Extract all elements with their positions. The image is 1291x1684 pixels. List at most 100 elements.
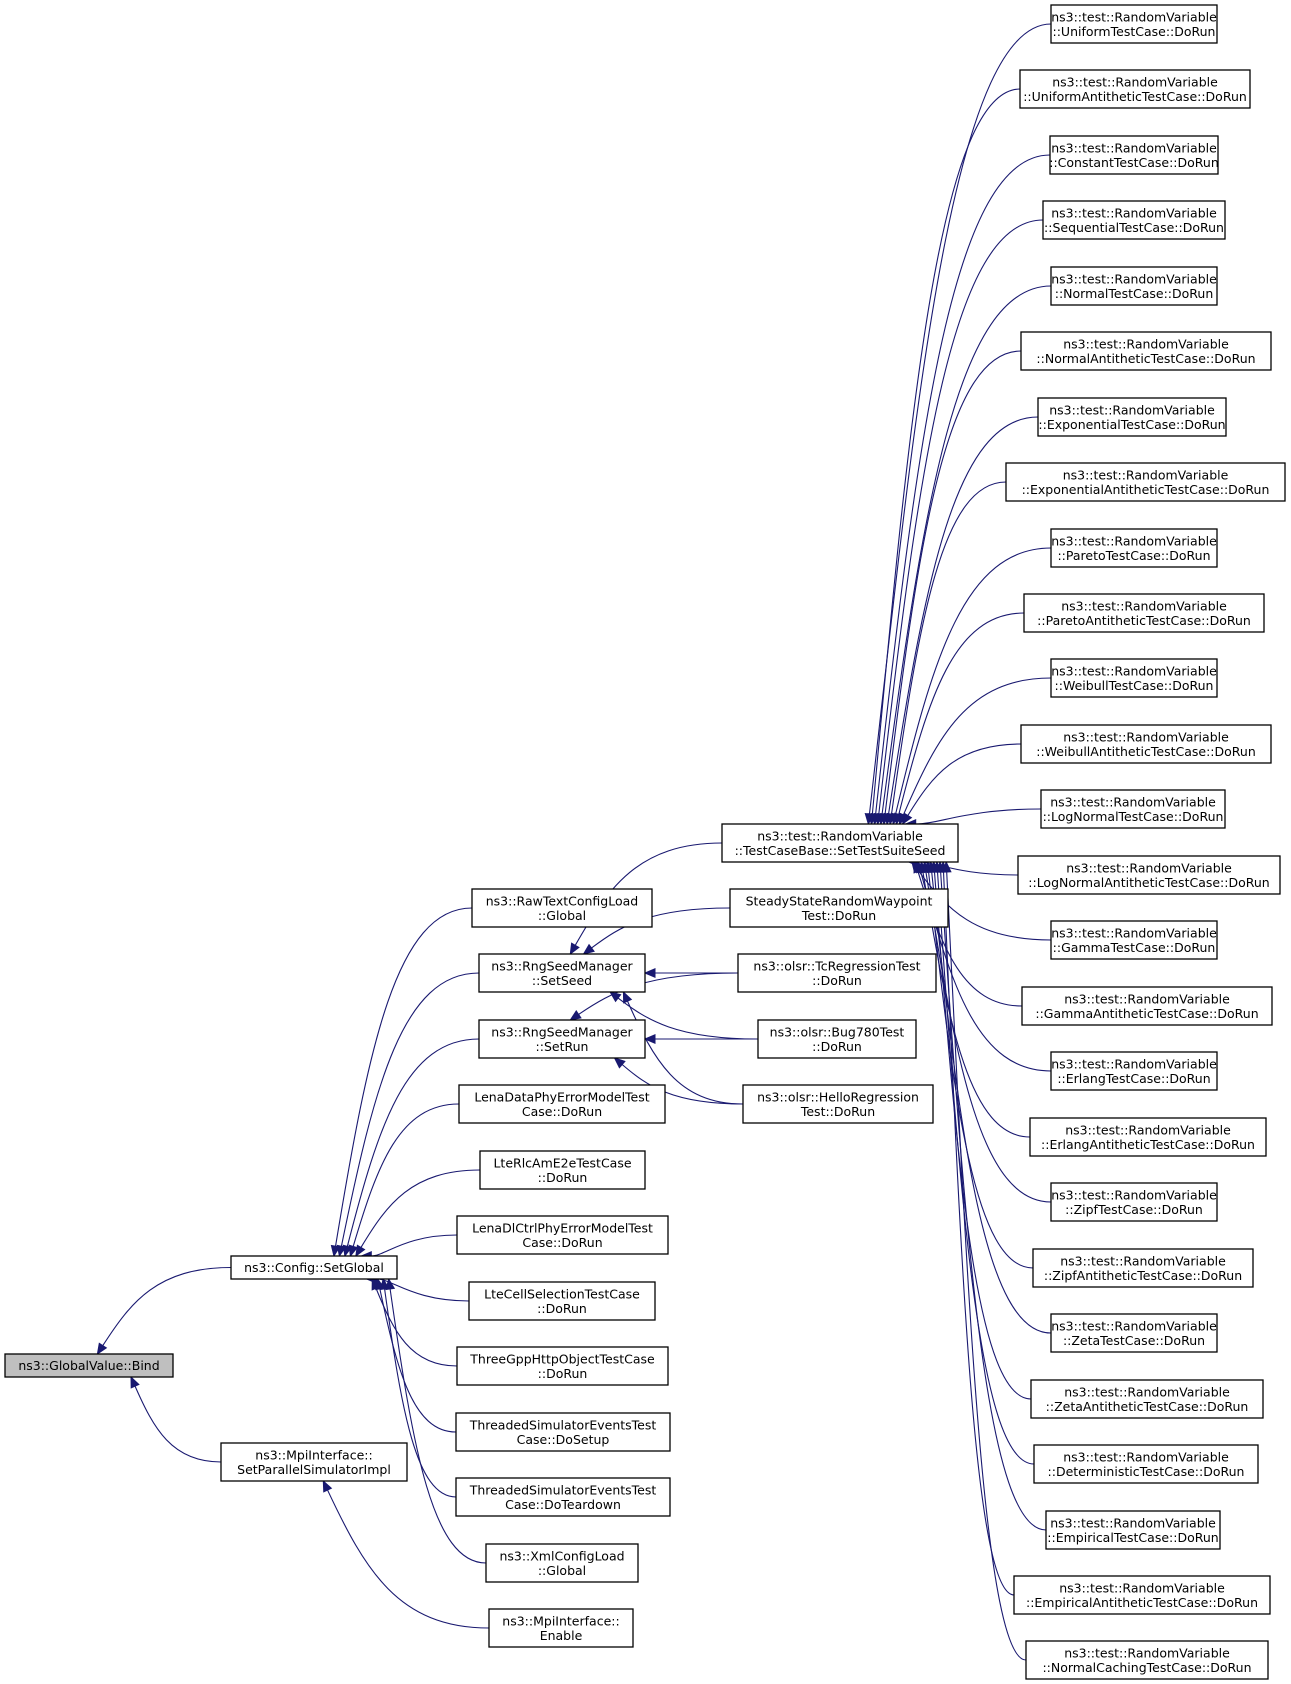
node-label-line: Test::DoRun xyxy=(800,1104,875,1119)
node-rv_zeta_anti[interactable]: ns3::test::RandomVariable::ZetaAntitheti… xyxy=(1030,1379,1264,1419)
node-box xyxy=(1030,1379,1264,1419)
node-rv_weibull[interactable]: ns3::test::RandomVariable::WeibullTestCa… xyxy=(1050,658,1218,698)
node-rv_zeta[interactable]: ns3::test::RandomVariable::ZetaTestCase:… xyxy=(1050,1313,1218,1353)
edge-rv_zipf-to-settestsuite xyxy=(925,871,1052,1203)
node-label-line: Enable xyxy=(540,1628,583,1643)
node-rv_empirical[interactable]: ns3::test::RandomVariable::EmpiricalTest… xyxy=(1045,1510,1221,1550)
node-rv_exp[interactable]: ns3::test::RandomVariable::ExponentialTe… xyxy=(1037,397,1227,437)
node-rv_pareto_anti[interactable]: ns3::test::RandomVariable::ParetoAntithe… xyxy=(1023,593,1265,633)
node-box xyxy=(1029,1117,1267,1157)
edge-rv_normal_anti-to-settestsuite xyxy=(884,350,1022,815)
node-rv_gamma[interactable]: ns3::test::RandomVariable::GammaTestCase… xyxy=(1050,920,1218,960)
node-bind[interactable]: ns3::GlobalValue::Bind xyxy=(4,1353,174,1378)
node-label-line: ::ZipfAntitheticTestCase::DoRun xyxy=(1044,1268,1242,1283)
node-label-line: ::LogNormalAntitheticTestCase::DoRun xyxy=(1028,875,1269,890)
arrowhead-bug780-to-setrun xyxy=(643,1034,656,1044)
node-label-line: ns3::test::RandomVariable xyxy=(1063,729,1229,744)
node-rv_zipf[interactable]: ns3::test::RandomVariable::ZipfTestCase:… xyxy=(1050,1182,1218,1222)
node-bug780[interactable]: ns3::olsr::Bug780Test::DoRun xyxy=(757,1019,917,1059)
node-label-line: ::DoRun xyxy=(812,1039,862,1054)
node-box xyxy=(1019,69,1251,109)
node-label-line: ::WeibullTestCase::DoRun xyxy=(1055,678,1214,693)
node-lterlc[interactable]: LteRlcAmE2eTestCase::DoRun xyxy=(479,1150,646,1190)
node-rv_uniform_anti[interactable]: ns3::test::RandomVariable::UniformAntith… xyxy=(1019,69,1251,109)
call-graph-edges xyxy=(96,23,1052,1661)
node-rv_gamma_anti[interactable]: ns3::test::RandomVariable::GammaAntithet… xyxy=(1021,986,1273,1026)
node-setrun[interactable]: ns3::RngSeedManager::SetRun xyxy=(478,1019,646,1059)
node-label-line: ns3::test::RandomVariable xyxy=(1063,1449,1229,1464)
node-box xyxy=(757,1019,917,1059)
node-settestsuite[interactable]: ns3::test::RandomVariable::TestCaseBase:… xyxy=(721,823,959,863)
edge-rv_deterministic-to-settestsuite xyxy=(936,871,1035,1465)
edge-rv_weibull_anti-to-settestsuite xyxy=(907,743,1022,816)
node-label-line: ns3::test::RandomVariable xyxy=(1051,205,1217,220)
node-rv_normal_caching[interactable]: ns3::test::RandomVariable::NormalCaching… xyxy=(1025,1640,1269,1680)
node-label-line: ::ZipfTestCase::DoRun xyxy=(1065,1202,1203,1217)
edge-rv_normal_caching-to-settestsuite xyxy=(946,871,1027,1661)
node-box xyxy=(456,1346,669,1386)
node-rv_pareto[interactable]: ns3::test::RandomVariable::ParetoTestCas… xyxy=(1050,528,1218,568)
node-setseed[interactable]: ns3::RngSeedManager::SetSeed xyxy=(478,953,646,993)
node-label-line: LenaDlCtrlPhyErrorModelTest xyxy=(472,1220,653,1235)
node-label-line: ::UniformAntitheticTestCase::DoRun xyxy=(1023,89,1247,104)
node-rv_sequential[interactable]: ns3::test::RandomVariable::SequentialTes… xyxy=(1042,200,1226,240)
node-rv_exp_anti[interactable]: ns3::test::RandomVariable::ExponentialAn… xyxy=(1005,462,1286,502)
node-rv_empirical_anti[interactable]: ns3::test::RandomVariable::EmpiricalAnti… xyxy=(1013,1575,1271,1615)
node-rv_normal_anti[interactable]: ns3::test::RandomVariable::NormalAntithe… xyxy=(1020,331,1272,371)
node-box xyxy=(220,1442,408,1482)
node-box xyxy=(1050,1313,1218,1353)
node-label-line: ::SetRun xyxy=(536,1039,589,1054)
node-setglobal[interactable]: ns3::Config::SetGlobal xyxy=(230,1255,398,1280)
node-rv_weibull_anti[interactable]: ns3::test::RandomVariable::WeibullAntith… xyxy=(1020,724,1272,764)
node-label-line: ns3::RawTextConfigLoad xyxy=(486,893,638,908)
node-thrteardown[interactable]: ThreadedSimulatorEventsTestCase::DoTeard… xyxy=(455,1477,671,1517)
edge-rv_pareto_anti-to-settestsuite xyxy=(898,612,1025,815)
node-rv_normal[interactable]: ns3::test::RandomVariable::NormalTestCas… xyxy=(1050,266,1218,306)
node-rv_uniform[interactable]: ns3::test::RandomVariable::UniformTestCa… xyxy=(1050,4,1218,44)
node-label-line: ns3::test::RandomVariable xyxy=(1052,74,1218,89)
node-threegpp[interactable]: ThreeGppHttpObjectTestCase::DoRun xyxy=(456,1346,669,1386)
node-ltecell[interactable]: LteCellSelectionTestCase::DoRun xyxy=(468,1281,656,1321)
arrowhead-mpienable-to-mpiset xyxy=(322,1479,333,1493)
node-xmlconfig[interactable]: ns3::XmlConfigLoad::Global xyxy=(485,1543,639,1583)
node-label-line: ns3::test::RandomVariable xyxy=(1051,663,1217,678)
node-rawtext[interactable]: ns3::RawTextConfigLoad::Global xyxy=(471,888,653,928)
node-label-line: ::ExponentialAntitheticTestCase::DoRun xyxy=(1022,482,1270,497)
node-box xyxy=(1050,1051,1218,1091)
node-box xyxy=(478,1019,646,1059)
node-rv_lognormal[interactable]: ns3::test::RandomVariable::LogNormalTest… xyxy=(1040,789,1226,829)
node-label-line: ns3::test::RandomVariable xyxy=(1063,336,1229,351)
node-mpienable[interactable]: ns3::MpiInterface::Enable xyxy=(488,1608,634,1648)
node-box xyxy=(737,953,937,993)
node-label-line: ns3::test::RandomVariable xyxy=(1051,140,1217,155)
node-label-line: ns3::test::RandomVariable xyxy=(1065,1122,1231,1137)
node-rv_lognormal_anti[interactable]: ns3::test::RandomVariable::LogNormalAnti… xyxy=(1017,855,1281,895)
node-label-line: ::EmpiricalTestCase::DoRun xyxy=(1047,1530,1218,1545)
node-label-line: ::ParetoTestCase::DoRun xyxy=(1057,548,1210,563)
node-label-line: ns3::GlobalValue::Bind xyxy=(18,1358,159,1373)
edge-ltecell-to-setglobal xyxy=(376,1278,470,1302)
node-rv_deterministic[interactable]: ns3::test::RandomVariable::Deterministic… xyxy=(1033,1444,1259,1484)
node-label-line: ::EmpiricalAntitheticTestCase::DoRun xyxy=(1026,1595,1258,1610)
call-graph-nodes: ns3::GlobalValue::Bind ns3::Config::SetGl… xyxy=(4,4,1286,1680)
node-label-line: ThreeGppHttpObjectTestCase xyxy=(469,1351,655,1366)
node-label-line: ns3::test::RandomVariable xyxy=(1061,598,1227,613)
node-label-line: ::LogNormalTestCase::DoRun xyxy=(1043,809,1224,824)
node-rv_zipf_anti[interactable]: ns3::test::RandomVariable::ZipfAntitheti… xyxy=(1032,1248,1254,1288)
node-box xyxy=(721,823,959,863)
node-mpiset[interactable]: ns3::MpiInterface::SetParallelSimulatorI… xyxy=(220,1442,408,1482)
node-box xyxy=(479,1150,646,1190)
arrowhead-setglobal-to-bind xyxy=(96,1342,108,1356)
node-label-line: ::GammaAntitheticTestCase::DoRun xyxy=(1035,1006,1258,1021)
node-rv_erlang_anti[interactable]: ns3::test::RandomVariable::ErlangAntithe… xyxy=(1029,1117,1267,1157)
node-rv_erlang[interactable]: ns3::test::RandomVariable::ErlangTestCas… xyxy=(1050,1051,1218,1091)
node-tcregression[interactable]: ns3::olsr::TcRegressionTest::DoRun xyxy=(737,953,937,993)
node-label-line: ns3::test::RandomVariable xyxy=(1063,467,1229,482)
node-rv_constant[interactable]: ns3::test::RandomVariable::ConstantTestC… xyxy=(1049,135,1219,175)
node-box xyxy=(1040,789,1226,829)
